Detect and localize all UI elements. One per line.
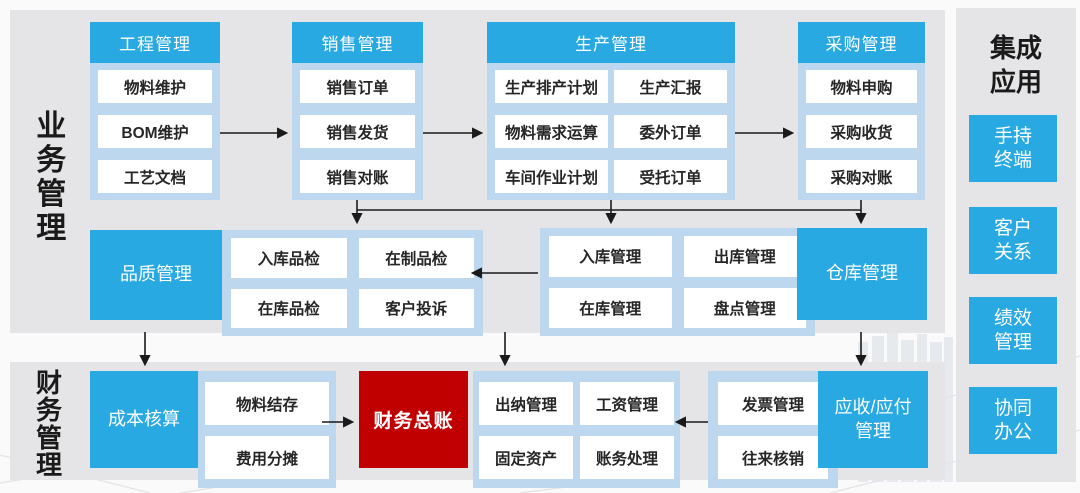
panel-business-management: 业务管理 工程管理 物料维护 BOM维护 工艺文档 销售管理 销售订单 销售发货… xyxy=(10,10,945,336)
group-production: 生产管理 生产排产计划 生产汇报 物料需求运算 委外订单 车间作业计划 受托订单 xyxy=(487,22,735,200)
module-item: 在库管理 xyxy=(549,287,672,328)
module-item: 在库品检 xyxy=(231,288,347,328)
module-item: 入库管理 xyxy=(549,236,672,277)
warehouse-management-box: 仓库管理 xyxy=(797,228,927,320)
business-management-label: 业务管理 xyxy=(36,110,67,245)
finance-management-label: 财务管理 xyxy=(35,368,62,480)
quality-items-container: 入库品检 在制品检 在库品检 客户投诉 xyxy=(222,230,483,336)
general-ledger-box: 财务总账 xyxy=(359,371,468,468)
integration-item-performance-management: 绩效管理 xyxy=(969,297,1057,364)
integration-item-handheld-terminal: 手持终端 xyxy=(969,115,1057,182)
module-item: 委外订单 xyxy=(614,115,727,148)
group-sales: 销售管理 销售订单 销售发货 销售对账 xyxy=(292,22,423,200)
receivable-payable-label: 应收/应付管理 xyxy=(834,397,912,441)
module-item: 固定资产 xyxy=(479,436,573,479)
module-item: 往来核销 xyxy=(718,436,828,479)
group-engineering-header: 工程管理 xyxy=(90,22,220,63)
group-engineering: 工程管理 物料维护 BOM维护 工艺文档 xyxy=(90,22,220,200)
module-item: 工资管理 xyxy=(580,382,674,425)
module-item: 生产汇报 xyxy=(614,70,727,103)
general-ledger-label: 财务总账 xyxy=(373,411,454,432)
group-engineering-items: 物料维护 BOM维护 工艺文档 xyxy=(90,63,220,200)
module-item: 物料申购 xyxy=(806,70,917,103)
module-item: 采购收货 xyxy=(806,115,917,148)
module-item: 物料需求运算 xyxy=(495,115,608,148)
module-item: BOM维护 xyxy=(98,115,212,148)
integration-title: 集成应用 xyxy=(989,33,1042,97)
module-item: 入库品检 xyxy=(231,238,347,278)
group-procurement: 采购管理 物料申购 采购收货 采购对账 xyxy=(798,22,925,200)
module-item: 在制品检 xyxy=(358,238,474,278)
warehouse-items-container: 入库管理 出库管理 在库管理 盘点管理 xyxy=(540,228,815,336)
module-item: 物料结存 xyxy=(205,382,329,425)
group-sales-header: 销售管理 xyxy=(292,22,423,63)
group-sales-items: 销售订单 销售发货 销售对账 xyxy=(292,63,423,200)
module-item: 生产排产计划 xyxy=(495,70,608,103)
module-item: 出库管理 xyxy=(683,236,806,277)
panel-finance-management: 财务管理 成本核算 物料结存 费用分摊 财务总账 出纳管理 工资管理 固定资产 … xyxy=(10,362,945,488)
module-item: 账务处理 xyxy=(580,436,674,479)
module-item: 盘点管理 xyxy=(683,287,806,328)
module-item: 出纳管理 xyxy=(479,382,573,425)
module-item: 发票管理 xyxy=(718,382,828,425)
integration-item-customer-relations: 客户关系 xyxy=(969,207,1057,274)
module-item: 工艺文档 xyxy=(98,160,212,193)
module-item: 销售发货 xyxy=(300,115,415,148)
module-item: 销售对账 xyxy=(300,160,415,193)
module-item: 费用分摊 xyxy=(205,436,329,479)
cost-accounting-box: 成本核算 xyxy=(90,371,198,468)
group-procurement-items: 物料申购 采购收货 采购对账 xyxy=(798,63,925,200)
group-production-header: 生产管理 xyxy=(487,22,735,63)
group-procurement-header: 采购管理 xyxy=(798,22,925,63)
module-item: 客户投诉 xyxy=(358,288,474,328)
cost-items-container: 物料结存 费用分摊 xyxy=(198,371,336,488)
module-item: 销售订单 xyxy=(300,70,415,103)
module-item: 车间作业计划 xyxy=(495,160,608,193)
quality-management-box: 品质管理 xyxy=(90,230,222,320)
integration-item-collaborative-office: 协同办公 xyxy=(969,387,1057,454)
module-item: 采购对账 xyxy=(806,160,917,193)
cost-accounting-label: 成本核算 xyxy=(108,408,180,429)
receivable-payable-box: 应收/应付管理 xyxy=(818,371,928,468)
finance-ops-container: 出纳管理 工资管理 固定资产 账务处理 xyxy=(473,371,680,488)
panel-integration: 集成应用 手持终端 客户关系 绩效管理 协同办公 xyxy=(956,8,1076,482)
module-item: 物料维护 xyxy=(98,70,212,103)
warehouse-management-label: 仓库管理 xyxy=(826,263,898,284)
quality-management-label: 品质管理 xyxy=(120,264,192,285)
module-item: 受托订单 xyxy=(614,160,727,193)
group-production-items: 生产排产计划 生产汇报 物料需求运算 委外订单 车间作业计划 受托订单 xyxy=(487,63,735,200)
